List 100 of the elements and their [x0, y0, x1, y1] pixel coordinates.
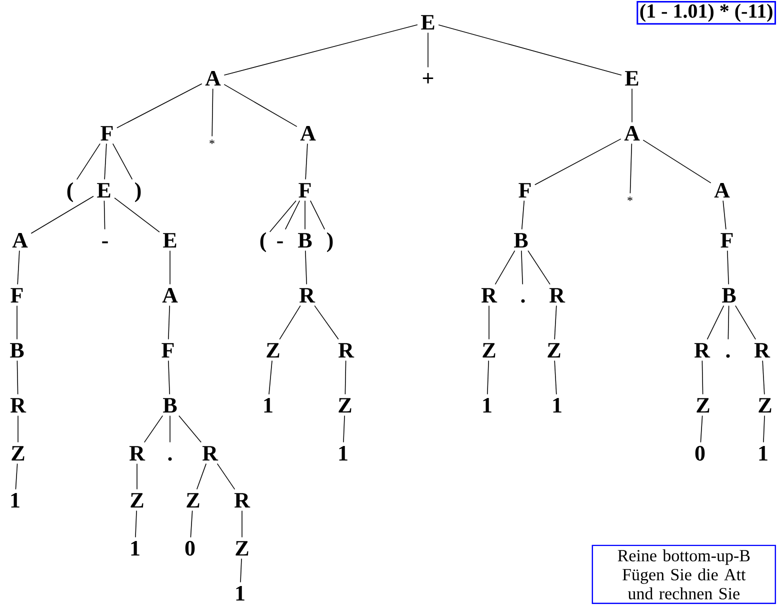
- tree-symbol: R: [202, 446, 218, 460]
- tree-symbol: (: [67, 182, 73, 202]
- tree-symbol: Z: [186, 493, 200, 508]
- tree-symbol: Z: [548, 343, 560, 358]
- tree-line: [305, 143, 308, 180]
- tree-symbol: A: [12, 232, 28, 248]
- tree-symbol: E: [421, 15, 434, 30]
- tree-symbol: 1: [264, 398, 272, 412]
- tree-symbol: 0: [695, 446, 705, 461]
- tree-line: [521, 200, 525, 230]
- tree-symbol: 1: [553, 398, 562, 412]
- tree-line: [284, 200, 300, 230]
- tree-symbol: R: [694, 343, 710, 358]
- tree-line: [269, 200, 296, 232]
- tree-line: [702, 360, 704, 395]
- tree-symbol: +: [422, 73, 434, 84]
- tree-line: [16, 305, 18, 340]
- tree-symbol: .: [168, 457, 172, 461]
- tree-line: [763, 415, 765, 443]
- tree-symbol: R: [481, 288, 498, 302]
- tree-line: [706, 305, 724, 340]
- tree-symbol: A: [205, 70, 221, 86]
- tree-symbol: *: [210, 140, 214, 144]
- tree-line: [554, 305, 557, 340]
- tree-line: [168, 360, 170, 395]
- tree-line: [114, 198, 160, 232]
- expression-box: (1 - 1.01) * (-11): [636, 1, 776, 25]
- tree-line: [554, 360, 557, 395]
- tree-line: [735, 305, 756, 340]
- tree-symbol: R: [299, 288, 316, 302]
- tree-line: [112, 143, 133, 180]
- tree-line: [314, 305, 339, 340]
- tree-symbol: -: [277, 241, 283, 244]
- tree-line: [304, 200, 306, 230]
- tree-symbol: Z: [130, 493, 144, 508]
- tree-line: [212, 88, 214, 137]
- tree-line: [17, 250, 20, 285]
- tree-line: [310, 200, 326, 230]
- tree-line: [726, 250, 729, 285]
- tree-symbol: F: [518, 183, 531, 198]
- tree-line: [104, 143, 107, 180]
- tree-symbol: R: [234, 493, 250, 508]
- tree-line: [144, 415, 164, 443]
- tree-symbol: R: [10, 398, 26, 412]
- tree-line: [534, 138, 622, 186]
- tree-symbol: R: [338, 343, 354, 358]
- tree-symbol: Z: [338, 398, 352, 412]
- tree-symbol: E: [625, 71, 638, 86]
- tree-line: [343, 415, 345, 443]
- tree-line: [305, 250, 308, 285]
- tree-symbol: 1: [131, 540, 140, 556]
- tree-symbol: R: [754, 343, 770, 358]
- tree-line: [488, 305, 490, 340]
- tree-symbol: -: [102, 241, 108, 244]
- tree-symbol: F: [162, 343, 174, 358]
- tree-line: [76, 143, 100, 180]
- tree-symbol: .: [521, 299, 525, 303]
- tree-symbol: B: [298, 233, 312, 248]
- tree-symbol: B: [514, 233, 528, 248]
- tree-line: [521, 250, 523, 285]
- tree-line: [487, 360, 490, 395]
- tree-line: [216, 463, 236, 490]
- tree-line: [30, 196, 94, 234]
- tree-line: [728, 305, 730, 340]
- tree-symbol: .: [726, 354, 730, 358]
- tree-symbol: 1: [236, 586, 244, 600]
- tree-symbol: A: [714, 182, 730, 198]
- tree-symbol: (: [260, 232, 266, 252]
- tree-line: [168, 305, 170, 340]
- tree-symbol: 1: [483, 398, 492, 412]
- tree-symbol: F: [100, 126, 113, 140]
- tree-symbol: B: [163, 398, 177, 413]
- tree-line: [722, 200, 726, 230]
- tree-symbol: 0: [185, 540, 195, 556]
- tree-symbol: Z: [758, 398, 772, 412]
- tree-line: [762, 360, 765, 395]
- tree-symbol: F: [720, 233, 733, 248]
- tree-line: [528, 250, 550, 285]
- tree-symbol: B: [10, 343, 24, 358]
- tree-symbol: A: [300, 126, 316, 140]
- tree-line: [224, 84, 298, 127]
- tree-line: [268, 360, 272, 395]
- tree-line: [642, 140, 712, 184]
- tree-symbol: F: [298, 183, 311, 198]
- tree-symbol: Z: [236, 541, 248, 556]
- tree-symbol: R: [129, 446, 146, 460]
- tree-line: [178, 415, 202, 443]
- tree-line: [279, 305, 301, 340]
- tree-line: [116, 83, 202, 128]
- tree-symbol: 1: [11, 492, 20, 508]
- tree-line: [104, 200, 106, 230]
- tree-symbol: 1: [759, 446, 768, 460]
- tree-line: [494, 250, 516, 285]
- tree-line: [438, 24, 622, 76]
- tree-line: [344, 360, 346, 395]
- tree-symbol: F: [10, 288, 23, 302]
- tree-symbol: Z: [482, 343, 496, 358]
- tree-line: [135, 510, 137, 538]
- tree-line: [16, 360, 18, 395]
- tree-line: [136, 463, 138, 490]
